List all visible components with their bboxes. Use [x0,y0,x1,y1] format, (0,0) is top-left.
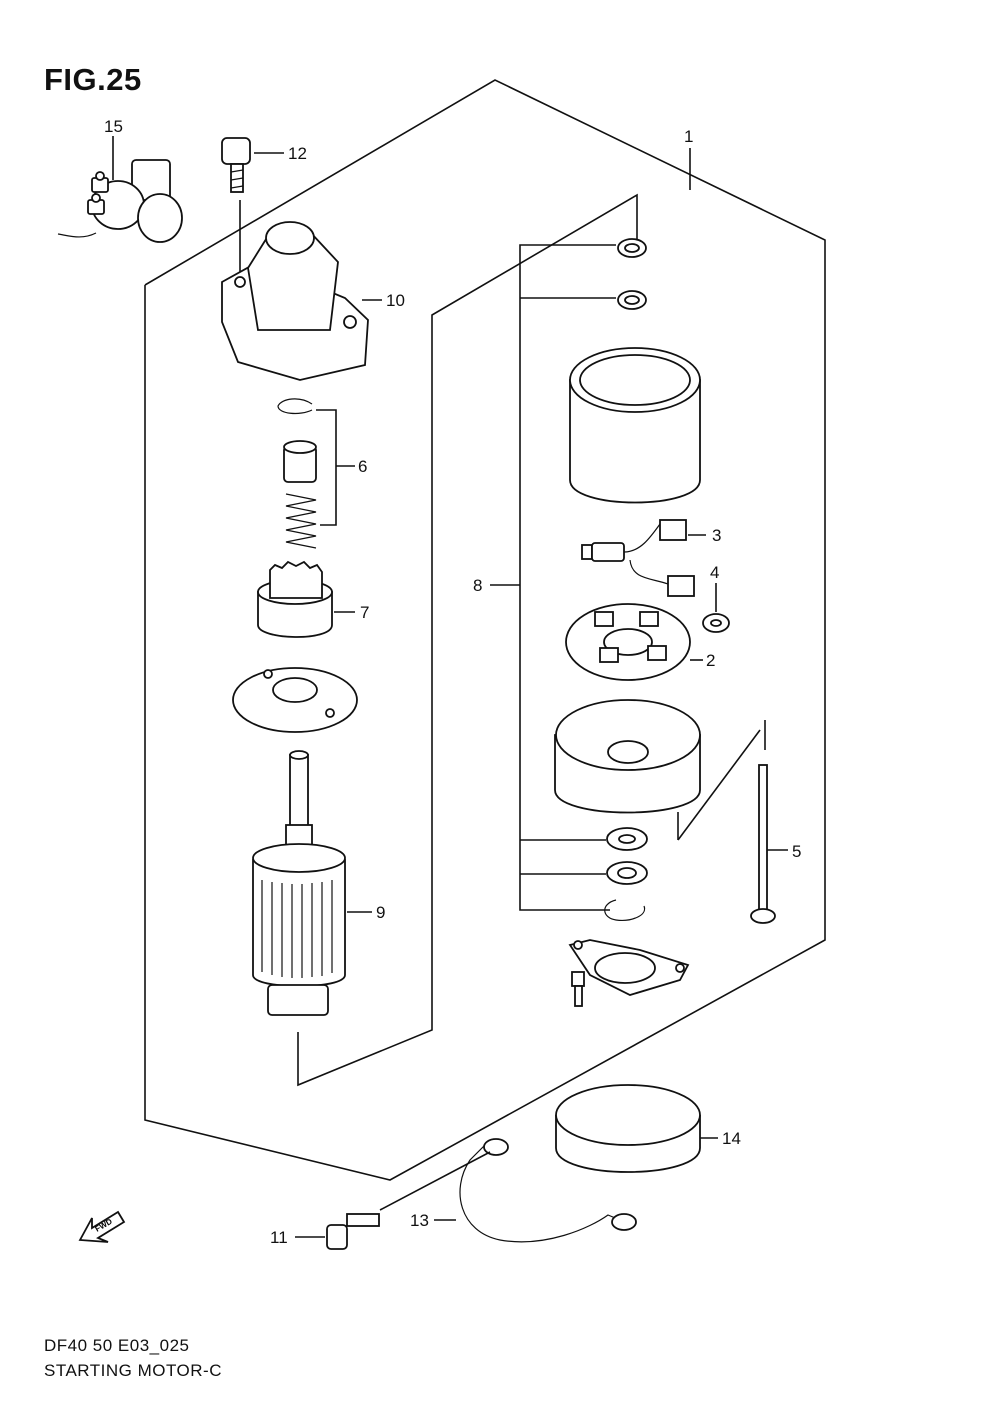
washer-lower-1 [606,827,648,851]
callout-12: 12 [288,144,307,163]
brush-holder [565,603,691,681]
e-ring [604,899,646,921]
fwd-arrow-icon: FWD [78,1210,126,1243]
support-plate [232,667,358,733]
strap [459,1138,637,1243]
callout-1: 1 [684,127,693,146]
armature [252,750,346,1016]
callout-6: 6 [358,457,367,476]
pinion-gear [257,560,333,638]
bolt-12 [221,137,251,193]
solenoid-switch [57,159,183,243]
washer-top-2 [617,290,647,310]
figure-name: STARTING MOTOR-C [44,1361,222,1380]
callout-4: 4 [710,563,719,582]
fig-title: FIG.25 [44,62,142,97]
leader-8-bracket [519,244,616,911]
cover-plate [568,939,690,996]
front-housing [221,221,369,381]
pinion-stop-set [277,398,317,549]
callout-10: 10 [386,291,405,310]
yoke [569,347,701,504]
callout-7: 7 [360,603,369,622]
figure-code: DF40 50 E03_025 [44,1336,190,1355]
callout-2: 2 [706,651,715,670]
callout-5: 5 [792,842,801,861]
callout-11: 11 [270,1228,288,1247]
small-bolt [571,971,585,1007]
bearing [702,613,730,633]
callout-8: 8 [473,576,482,595]
assembly-frame-outer [144,79,826,1181]
bolt-11 [326,1213,380,1250]
callout-9: 9 [376,903,385,922]
band [555,1084,701,1173]
brush-set [581,519,695,597]
leader-6-bracket [316,409,337,526]
callout-3: 3 [712,526,721,545]
through-bolt [750,764,776,924]
assembly-frame-inner [297,193,766,1087]
callout-15: 15 [104,117,123,136]
washer-lower-2 [606,861,648,885]
callout-13: 13 [410,1211,429,1230]
callout-14: 14 [722,1129,741,1148]
rear-housing [554,699,701,814]
guide-line-11 [379,1151,491,1211]
washer-top-1 [617,238,647,258]
